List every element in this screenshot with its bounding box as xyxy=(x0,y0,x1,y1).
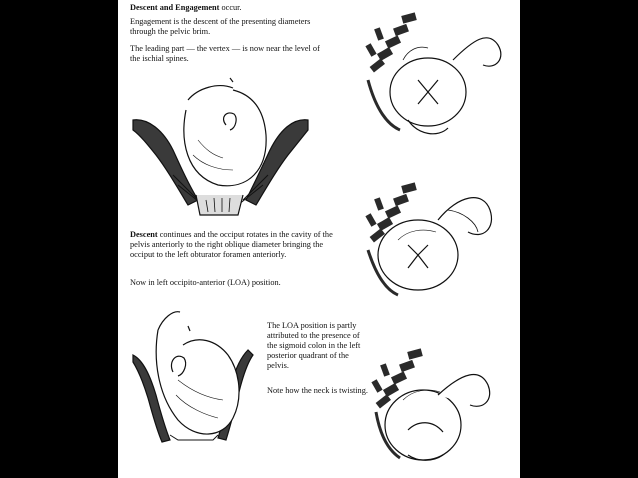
section1-para1: Engagement is the descent of the present… xyxy=(130,17,311,36)
section2-para1: Descent continues and the occiput rotate… xyxy=(130,230,333,259)
section1-heading: Descent and Engagement occur. xyxy=(130,3,242,12)
sagittal-view-2 xyxy=(365,182,492,297)
section3-para2: Note how the neck is twisting. xyxy=(267,386,368,395)
sagittal-view-1 xyxy=(365,12,502,135)
illustrations xyxy=(132,12,502,461)
section3-para1: The LOA position is partly attributed to… xyxy=(267,321,361,370)
pelvis-engagement-illustration xyxy=(132,77,309,216)
section1-para2: The leading part — the vertex — is now n… xyxy=(130,44,320,63)
section2-para2: Now in left occipito-anterior (LOA) posi… xyxy=(130,278,281,287)
sagittal-view-3 xyxy=(371,348,491,461)
neck-twisting-illustration xyxy=(132,311,254,443)
document-page: Descent and Engagement occur. Engagement… xyxy=(118,0,520,478)
